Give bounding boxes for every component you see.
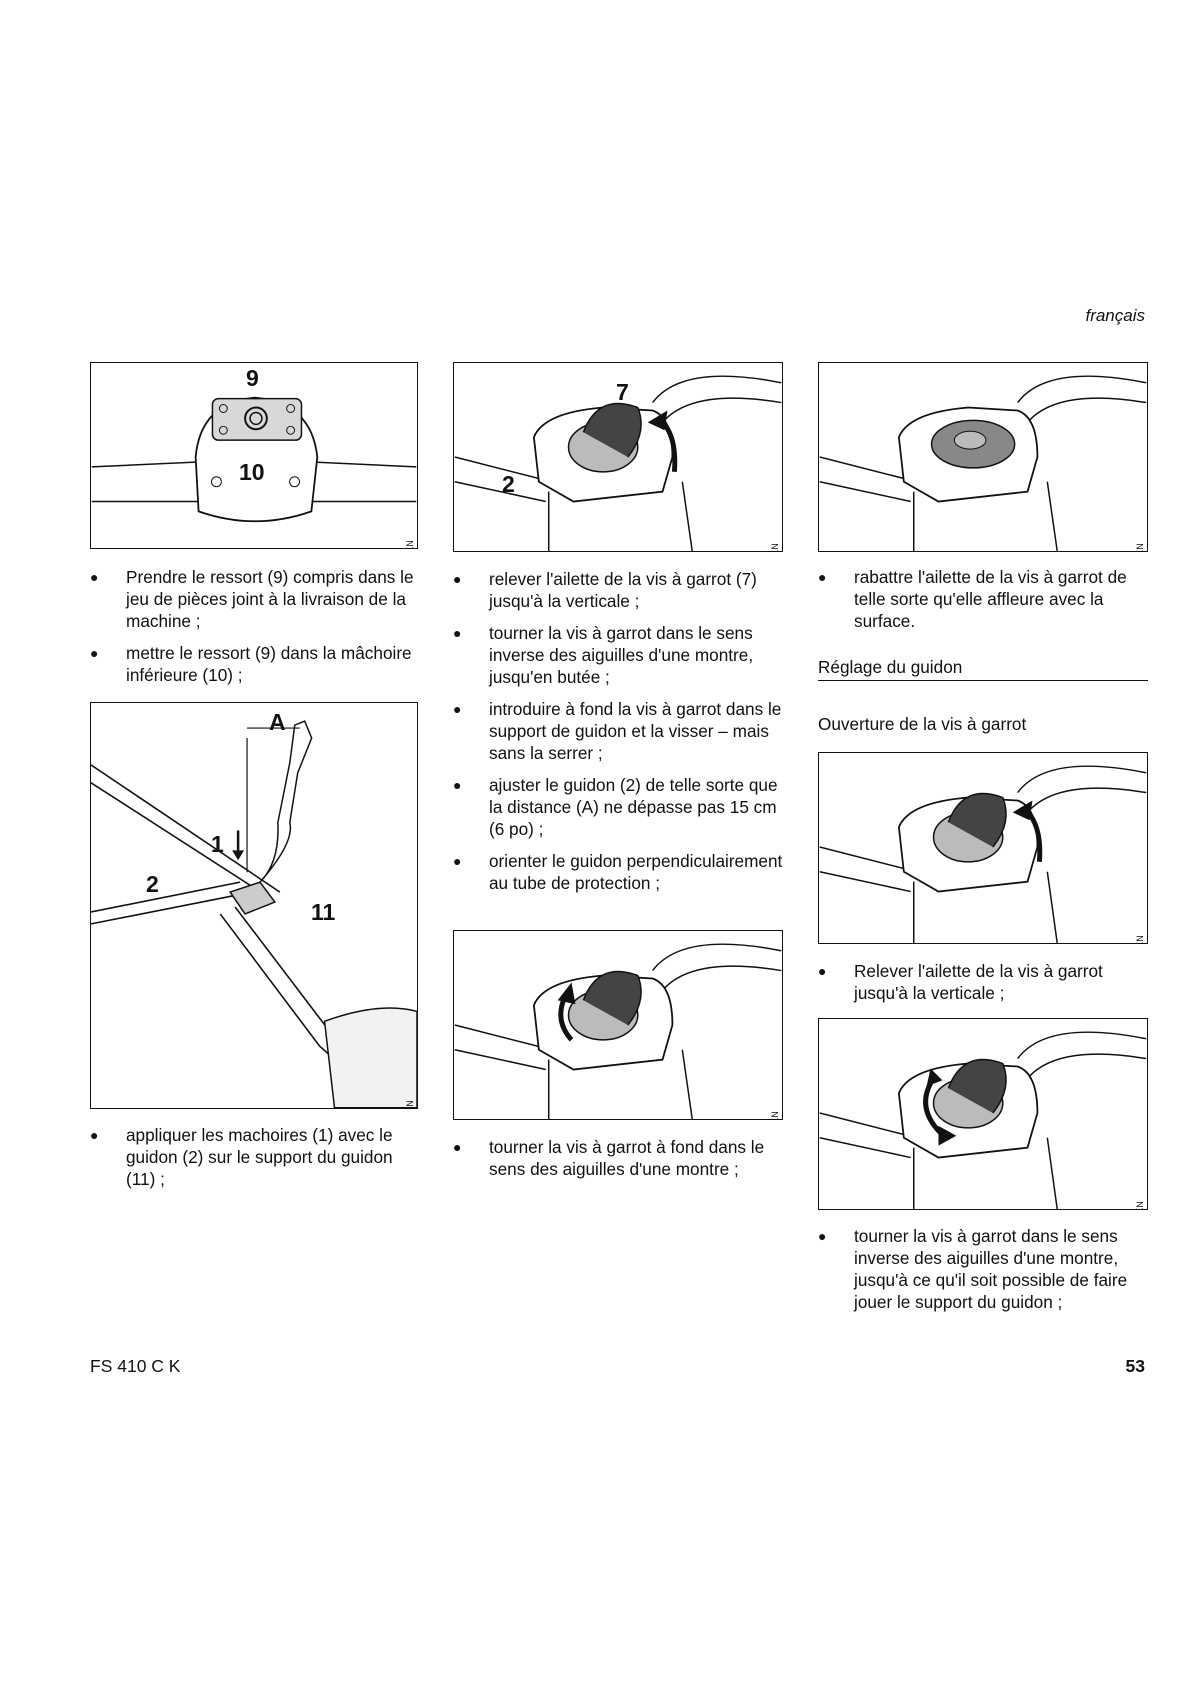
callout-2: 2 xyxy=(146,871,159,897)
wing-screw-folded-illustration xyxy=(819,375,1147,551)
instruction-list: tourner la vis à garrot dans le sens inv… xyxy=(818,1225,1153,1323)
list-item: tourner la vis à garrot dans le sens inv… xyxy=(818,1225,1153,1313)
model-name: FS 410 C K xyxy=(90,1356,181,1376)
instruction-list: Relever l'ailette de la vis à garrot jus… xyxy=(818,960,1153,1014)
list-item: mettre le ressort (9) dans la mâchoire i… xyxy=(90,642,420,686)
clamp-top-view-illustration xyxy=(91,396,417,523)
list-item: orienter le guidon perpendiculairement a… xyxy=(453,850,788,894)
list-item: appliquer les machoires (1) avec le guid… xyxy=(90,1124,420,1190)
callout-11: 11 xyxy=(311,899,336,925)
callout-9: 9 xyxy=(246,365,259,391)
instruction-list: tourner la vis à garrot à fond dans le s… xyxy=(453,1136,788,1190)
instruction-list: rabattre l'ailette de la vis à garrot de… xyxy=(818,566,1153,642)
list-item: Relever l'ailette de la vis à garrot jus… xyxy=(818,960,1153,1004)
figure-handlebar-mount: A 1 2 11 4BA012 KN xyxy=(90,702,418,1109)
figure-code: 4BA005 KN xyxy=(770,1111,780,1119)
figure-code: 4BA001 KN xyxy=(405,540,415,548)
figure-code: 4BA004 KN xyxy=(1135,1201,1145,1209)
section-title: Réglage du guidon xyxy=(818,657,963,677)
instruction-list: relever l'ailette de la vis à garrot (7)… xyxy=(453,568,788,904)
list-item: ajuster le guidon (2) de telle sorte que… xyxy=(453,774,788,840)
list-item: introduire à fond la vis à garrot dans l… xyxy=(453,698,788,764)
page-number: 53 xyxy=(1125,1356,1145,1376)
callout-10: 10 xyxy=(239,459,265,485)
list-item: Prendre le ressort (9) compris dans le j… xyxy=(90,566,420,632)
figure-wing-screw-raise: 7 2 4BA003 KN xyxy=(453,362,783,552)
figure-spring-clamp: 9 10 4BA001 KN xyxy=(90,362,418,549)
figure-wing-screw-flush: 4BA006 KN xyxy=(818,362,1148,552)
callout-2: 2 xyxy=(502,471,515,497)
callout-1: 1 xyxy=(211,831,224,857)
subsection-title: Ouverture de la vis à garrot xyxy=(818,714,1027,734)
wing-screw-illustration xyxy=(454,375,782,551)
list-item: rabattre l'ailette de la vis à garrot de… xyxy=(818,566,1153,632)
language-label: français xyxy=(1085,306,1145,325)
instruction-list: appliquer les machoires (1) avec le guid… xyxy=(90,1124,420,1200)
figure-code: 4BA013 KN xyxy=(1135,935,1145,943)
wing-screw-raise-illustration xyxy=(819,765,1147,943)
figure-wing-screw-loosen: 4BA004 KN xyxy=(818,1018,1148,1210)
section-divider xyxy=(818,680,1148,681)
callout-7: 7 xyxy=(616,379,629,405)
list-item: tourner la vis à garrot dans le sens inv… xyxy=(453,622,788,688)
list-item: tourner la vis à garrot à fond dans le s… xyxy=(453,1136,788,1180)
callout-a: A xyxy=(269,709,286,735)
figure-wing-screw-open: 4BA013 KN xyxy=(818,752,1148,944)
wing-screw-counterclockwise-illustration xyxy=(819,1031,1147,1209)
figure-code: 4BA003 KN xyxy=(770,543,780,551)
figure-code: 4BA012 KN xyxy=(405,1100,415,1108)
figure-wing-screw-tighten: 4BA005 KN xyxy=(453,930,783,1120)
list-item: relever l'ailette de la vis à garrot (7)… xyxy=(453,568,788,612)
instruction-list: Prendre le ressort (9) compris dans le j… xyxy=(90,566,420,696)
handlebar-mount-illustration xyxy=(91,720,417,1108)
figure-code: 4BA006 KN xyxy=(1135,543,1145,551)
wing-screw-clockwise-illustration xyxy=(454,943,782,1119)
